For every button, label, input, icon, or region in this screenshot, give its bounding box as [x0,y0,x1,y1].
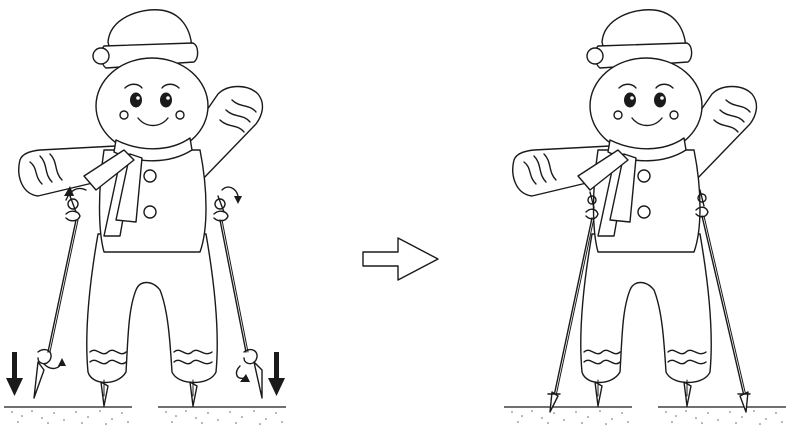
tether-right [213,186,263,399]
ground-left-2 [157,406,287,426]
panel-before [3,9,287,426]
push-down-arrow-right-icon [268,352,285,396]
tether-left-staked [547,191,599,413]
push-down-arrow-left-icon [6,352,23,396]
panel-after [503,9,787,426]
ground-right-2 [657,406,787,426]
right-arrow-outline-icon [362,237,439,281]
ground-right-1 [503,406,633,426]
tether-right-staked [695,189,751,413]
tether-left [33,186,87,399]
ground-left-1 [3,406,133,426]
